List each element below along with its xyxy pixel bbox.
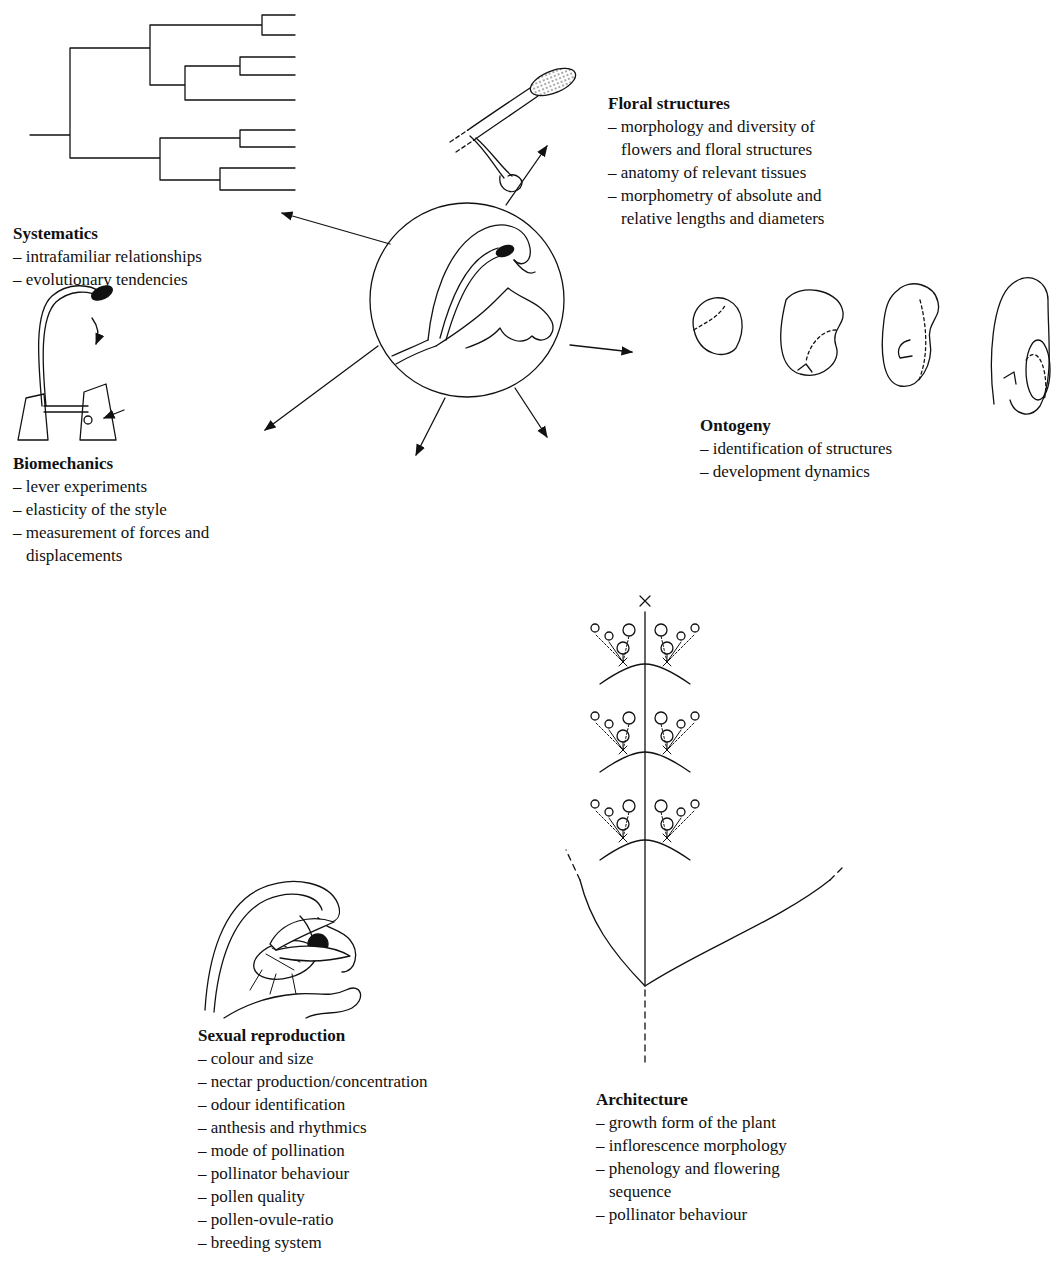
systematics-topic: Systematics– intrafamiliar relationships…	[13, 222, 293, 291]
sexual-reproduction-topic: Sexual reproduction– colour and size– ne…	[198, 1024, 528, 1254]
phylogenetic-tree	[30, 15, 295, 190]
pollinator-in-flower	[205, 881, 361, 1018]
topic-item: – growth form of the plant	[596, 1111, 828, 1134]
topic-heading: Systematics	[13, 222, 293, 245]
topic-heading: Biomechanics	[13, 452, 213, 475]
inflorescence-scheme	[566, 596, 842, 1062]
ontogeny-topic: Ontogeny– identification of structures– …	[700, 414, 1000, 483]
floral-structures-topic: Floral structures– morphology and divers…	[608, 92, 852, 230]
topic-item: – colour and size	[198, 1047, 528, 1070]
topic-item: – nectar production/concentration	[198, 1070, 528, 1093]
topic-item: – morphometry of absolute and relative l…	[608, 184, 852, 230]
topic-item: – anthesis and rhythmics	[198, 1116, 528, 1139]
topic-item: – mode of pollination	[198, 1139, 528, 1162]
arrows	[265, 146, 632, 455]
topic-item: – pollen quality	[198, 1185, 528, 1208]
topic-item: – morphology and diversity of flowers an…	[608, 115, 852, 161]
stamen-drawing	[450, 63, 579, 192]
topic-heading: Ontogeny	[700, 414, 1000, 437]
lever-apparatus	[18, 283, 124, 440]
central-flower	[370, 203, 564, 397]
ontogeny-stages	[693, 278, 1050, 414]
topic-item: – development dynamics	[700, 460, 1000, 483]
topic-item: – anatomy of relevant tissues	[608, 161, 852, 184]
topic-item: – odour identification	[198, 1093, 528, 1116]
topic-item: – inflorescence morphology	[596, 1134, 828, 1157]
topic-item: – pollen-ovule-ratio	[198, 1208, 528, 1231]
topic-item: – measurement of forces and displacement…	[13, 521, 213, 567]
architecture-topic: Architecture– growth form of the plant– …	[596, 1088, 828, 1226]
topic-heading: Architecture	[596, 1088, 828, 1111]
topic-heading: Floral structures	[608, 92, 852, 115]
topic-item: – intrafamiliar relationships	[13, 245, 293, 268]
topic-item: – identification of structures	[700, 437, 1000, 460]
topic-item: – phenology and flowering sequence	[596, 1157, 828, 1203]
topic-item: – evolutionary tendencies	[13, 268, 293, 291]
biomechanics-topic: Biomechanics– lever experiments– elastic…	[13, 452, 213, 567]
topic-item: – pollinator behaviour	[198, 1162, 528, 1185]
topic-item: – elasticity of the style	[13, 498, 213, 521]
topic-item: – lever experiments	[13, 475, 213, 498]
topic-item: – pollinator behaviour	[596, 1203, 828, 1226]
topic-item: – breeding system	[198, 1231, 528, 1254]
topic-heading: Sexual reproduction	[198, 1024, 528, 1047]
